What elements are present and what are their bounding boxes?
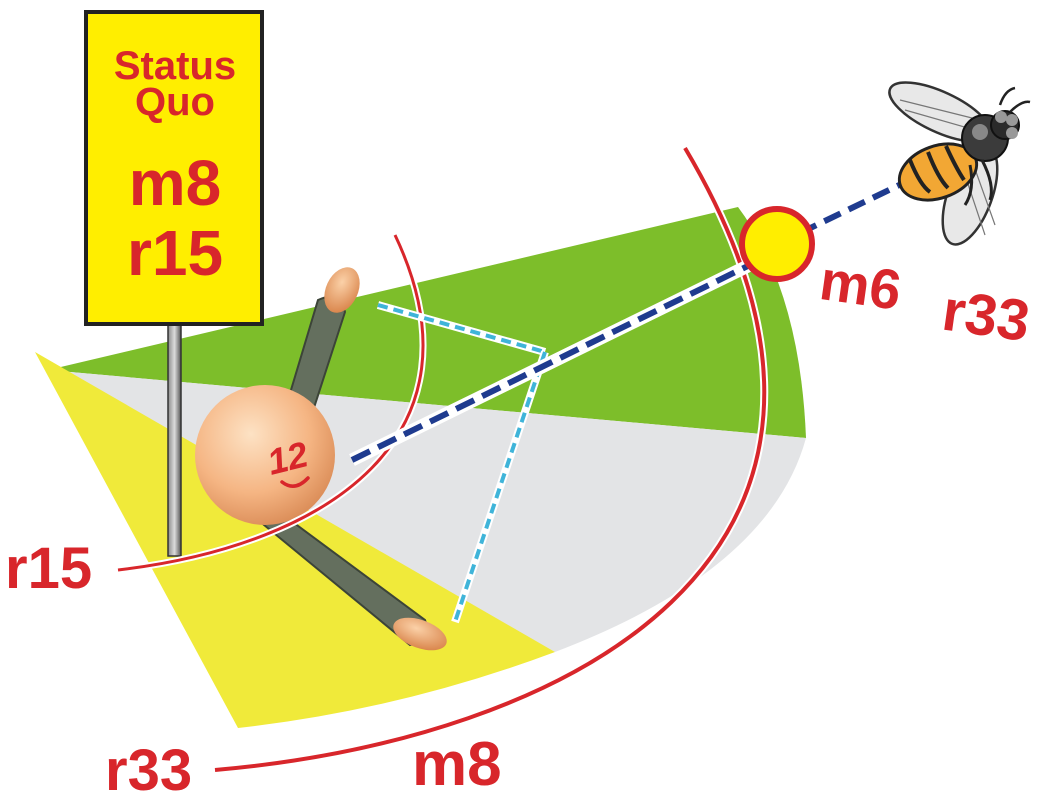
sign-line-1: Status	[114, 44, 236, 88]
upper-hand	[324, 267, 360, 313]
head-number: 12	[263, 433, 312, 482]
sign-post	[167, 317, 182, 557]
status-quo-sign	[84, 10, 264, 326]
cyan-guides	[376, 301, 549, 624]
sign-line-4: r15	[127, 217, 223, 289]
label-r15: r15	[5, 536, 92, 601]
label-m6: m6	[816, 248, 905, 322]
bee-icon	[888, 81, 1031, 246]
outer-arc-r33-line	[214, 146, 767, 772]
sign-line-3: m8	[129, 147, 222, 219]
label-r33-right: r33	[938, 278, 1033, 354]
label-m8-bottom: m8	[412, 730, 502, 797]
head-smile	[280, 476, 310, 488]
player-head	[195, 385, 335, 525]
label-r33-bottom: r33	[105, 738, 192, 797]
sign-line-2: Quo	[135, 80, 215, 124]
lower-hand	[393, 617, 447, 651]
target-circle-icon	[739, 206, 815, 282]
